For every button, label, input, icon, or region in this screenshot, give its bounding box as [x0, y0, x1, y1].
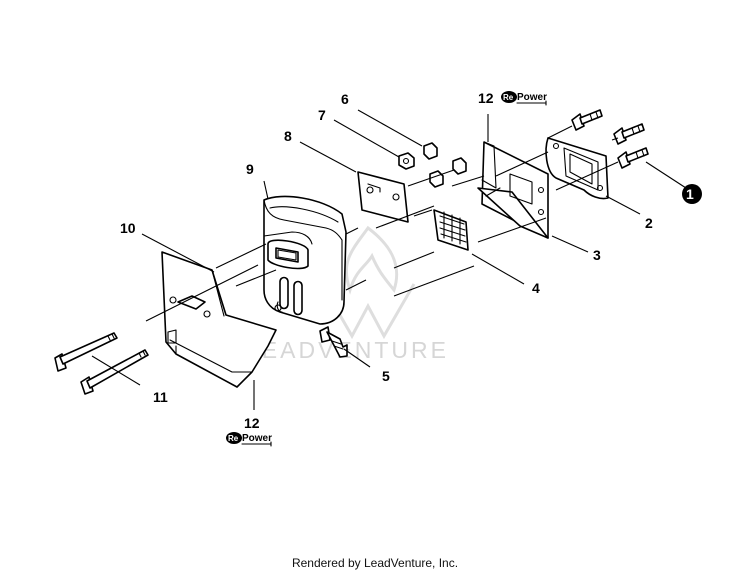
part-heat-shield [141, 233, 277, 388]
render-credit: Rendered by LeadVenture, Inc. [291, 556, 459, 570]
part-bracket [477, 114, 589, 253]
repower-mark: Re [228, 434, 239, 443]
callout-6: 6 [341, 91, 349, 107]
callout-12-top: 12 [478, 90, 494, 106]
repower-logo-bottom: Re Power [226, 432, 272, 447]
repower-logo-top: Re Power [501, 91, 547, 106]
callout-11: 11 [153, 389, 168, 405]
part-screen [433, 209, 525, 285]
callout-1: 1 [686, 186, 694, 202]
callout-7: 7 [318, 107, 326, 123]
callout-9: 9 [246, 161, 254, 177]
part-bolt-small [319, 326, 371, 368]
callout-labels: 1 2 3 4 5 6 7 8 9 10 11 12 12 [120, 90, 694, 431]
part-gasket [299, 141, 409, 223]
repower-word: Power [242, 433, 272, 444]
callout-10: 10 [120, 220, 136, 236]
callout-2: 2 [645, 215, 653, 231]
callout-8: 8 [284, 128, 292, 144]
callout-5: 5 [382, 368, 390, 384]
part-nuts [333, 109, 467, 188]
part-muffler [263, 180, 347, 325]
callout-3: 3 [593, 247, 601, 263]
callout-1-badge [682, 184, 702, 204]
part-exhaust-plate [545, 137, 641, 215]
part-screws [571, 109, 702, 204]
callout-12-bottom: 12 [244, 415, 260, 431]
callout-4: 4 [532, 280, 540, 296]
assembly-lines [215, 125, 619, 410]
part-bolts [54, 332, 149, 395]
repower-mark: Re [503, 93, 514, 102]
repower-word: Power [517, 92, 547, 103]
